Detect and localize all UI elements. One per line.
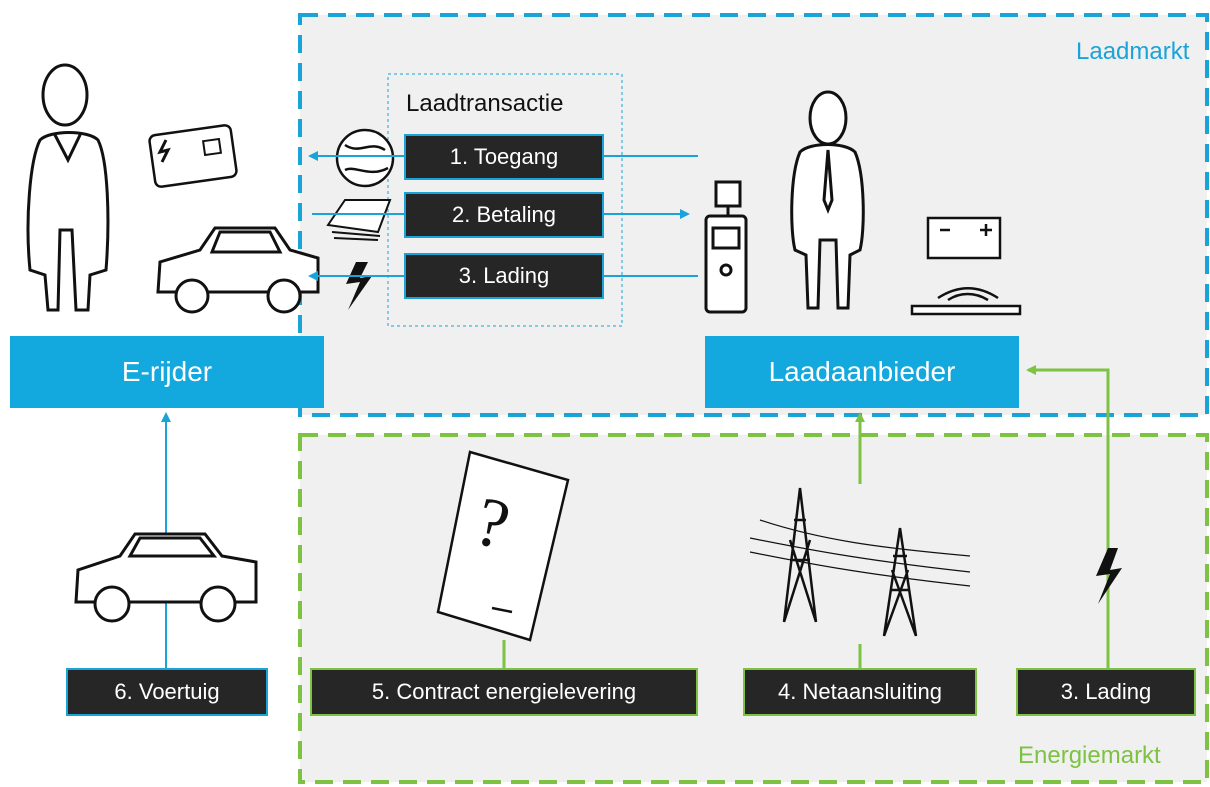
- step-lading: 3. Lading: [404, 253, 604, 299]
- step-betaling: 2. Betaling: [404, 192, 604, 238]
- car-bottom-icon: [74, 532, 258, 623]
- laadaanbieder-person-icon: [790, 90, 865, 310]
- globe-icon: [335, 128, 395, 188]
- netaansluiting-box: 4. Netaansluiting: [743, 668, 977, 716]
- energiemarkt-label: Energiemarkt: [1018, 742, 1161, 769]
- lightning-icon: [346, 262, 372, 310]
- charging-station-icon: [704, 180, 748, 314]
- e-rijder-person-icon: [26, 63, 110, 312]
- step-toegang: 1. Toegang: [404, 134, 604, 180]
- voertuig-box: 6. Voertuig: [66, 668, 268, 716]
- contract-document-icon: ?: [436, 450, 570, 642]
- laadtransactie-title: Laadtransactie: [406, 90, 564, 117]
- car-top-icon: [156, 226, 320, 314]
- energiemarkt-region: [298, 433, 1209, 784]
- charge-card-icon: [148, 124, 238, 188]
- money-icon: [326, 199, 392, 241]
- battery-icon: [910, 216, 1022, 316]
- e-rijder-box: E-rijder: [10, 336, 324, 408]
- lading-lightning-icon: [1096, 548, 1122, 604]
- power-pylons-icon: [749, 487, 971, 637]
- contract-box: 5. Contract energielevering: [310, 668, 698, 716]
- lading-box: 3. Lading: [1016, 668, 1196, 716]
- laadaanbieder-box: Laadaanbieder: [705, 336, 1019, 408]
- laadmarkt-label: Laadmarkt: [1076, 38, 1190, 65]
